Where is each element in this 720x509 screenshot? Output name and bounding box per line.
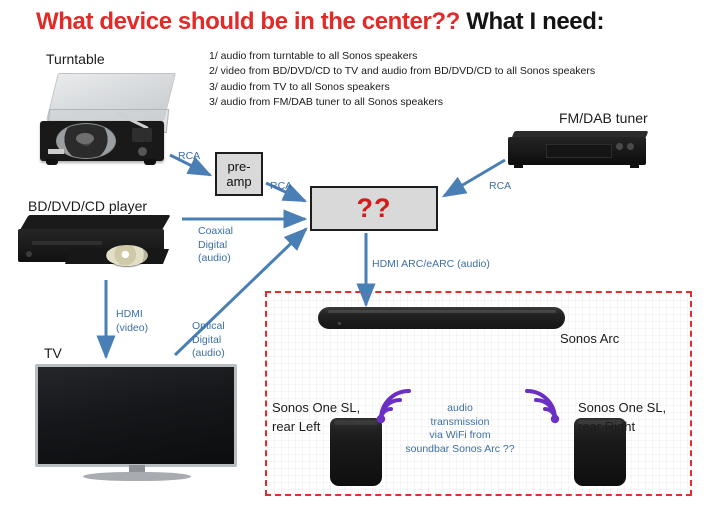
speaker-left-line2: rear Left <box>272 419 321 434</box>
label-optical-line2: Digital <box>192 333 222 346</box>
wifi-note-line2: transmission <box>430 415 490 428</box>
label-optical-line1: Optical <box>192 320 225 332</box>
label-rca-turntable: RCA <box>178 150 201 162</box>
speaker-left-line1: Sonos One SL, <box>272 400 361 415</box>
speaker-right-line1: Sonos One SL, <box>578 400 667 415</box>
title-black-text: What I need: <box>466 8 605 35</box>
turntable-device <box>40 73 176 168</box>
turntable-label: Turntable <box>46 51 105 67</box>
wifi-note-line1: audio <box>447 402 473 414</box>
title-red-text: What device should be in the center?? <box>36 8 460 35</box>
bd-player-device <box>18 215 178 275</box>
label-coaxial-line2: Digital <box>198 238 228 251</box>
wifi-note-line3: via WiFi from <box>429 429 491 441</box>
soundbar-label: Sonos Arc <box>560 331 620 346</box>
sonos-one-right-speaker <box>574 418 626 486</box>
preamp-box: pre- amp <box>215 152 263 196</box>
wifi-icon-left <box>376 389 411 424</box>
label-hdmi-arc: HDMI ARC/eARC (audio) <box>372 258 490 270</box>
label-coaxial-digital: Coaxial Digital (audio) <box>198 225 233 266</box>
label-optical-line3: (audio) <box>192 347 225 359</box>
preamp-label-line1: pre- <box>227 159 251 174</box>
label-hdmi-line1: HDMI <box>116 308 143 320</box>
label-coaxial-line1: Coaxial <box>198 225 234 237</box>
requirement-item: 3/ audio from FM/DAB tuner to all Sonos … <box>209 95 444 108</box>
wifi-note-line4: soundbar Sonos Arc ?? <box>405 442 515 455</box>
requirement-item: 1/ audio from turntable to all Sonos spe… <box>209 50 418 62</box>
label-optical-digital: Optical Digital (audio) <box>192 320 225 361</box>
sonos-arc-soundbar <box>318 307 565 329</box>
fm-dab-tuner-device <box>508 131 650 169</box>
bd-player-label: BD/DVD/CD player <box>28 198 148 214</box>
tuner-label: FM/DAB tuner <box>559 110 648 126</box>
wifi-transmission-note: audio transmission via WiFi from soundba… <box>398 402 522 456</box>
label-hdmi-video: HDMI (video) <box>116 308 148 335</box>
label-coaxial-line3: (audio) <box>198 252 231 264</box>
wifi-icon-right <box>525 389 560 424</box>
center-unknown-label: ?? <box>356 193 392 223</box>
requirement-item: 3/ audio from TV to all Sonos speakers <box>209 80 390 93</box>
tv-label: TV <box>44 345 62 361</box>
label-rca-preamp: RCA <box>270 180 293 192</box>
center-unknown-box: ?? <box>310 186 438 231</box>
speaker-right-line2: rear Right <box>578 419 636 434</box>
label-hdmi-line2: (video) <box>116 321 149 334</box>
tv-device <box>35 364 237 488</box>
requirements-list: 1/ audio from turntable to all Sonos spe… <box>209 49 679 110</box>
page-title: What device should be in the center?? Wh… <box>36 8 604 36</box>
sonos-one-left-speaker <box>330 418 382 486</box>
preamp-label-line2: amp <box>226 174 252 189</box>
speaker-left-label: Sonos One SL, rear Left <box>272 398 360 436</box>
requirement-item: 2/ video from BD/DVD/CD to TV and audio … <box>209 65 596 78</box>
label-rca-tuner: RCA <box>489 180 512 192</box>
speaker-right-label: Sonos One SL, rear Right <box>578 398 666 436</box>
